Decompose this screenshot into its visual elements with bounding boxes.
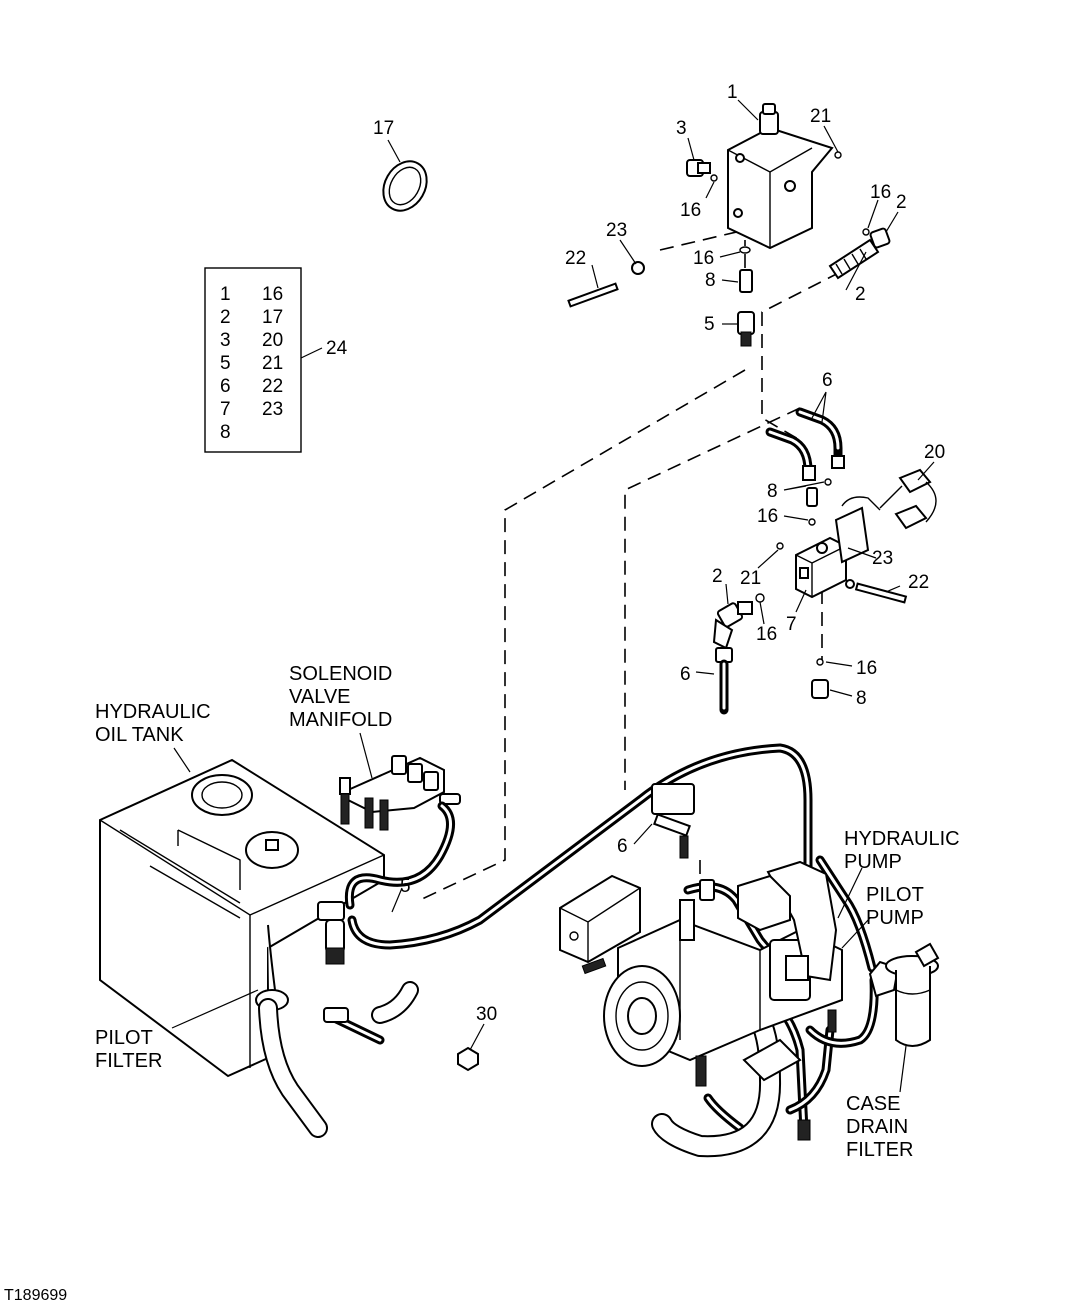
caption-solenoid-valve-manifold: VALVE (289, 686, 351, 708)
elbow-fitting-2-lower (712, 601, 753, 650)
caption-pilot-filter: PILOT (95, 1027, 153, 1049)
callout: 2 (712, 566, 723, 587)
callout: 17 (373, 118, 394, 139)
callout: 8 (705, 270, 716, 291)
callout: 24 (326, 338, 348, 359)
callout: 21 (810, 106, 831, 127)
callout: 21 (740, 568, 761, 589)
callout: 6 (617, 836, 628, 857)
caption-solenoid-valve-manifold: MANIFOLD (289, 709, 392, 731)
caption-hydraulic-oil-tank: OIL TANK (95, 724, 184, 746)
kit-item: 3 (220, 330, 231, 351)
component-captions: SOLENOID VALVE MANIFOLD HYDRAULIC OIL TA… (95, 663, 960, 1161)
kit-item: 6 (220, 376, 231, 397)
kit-item: 23 (262, 399, 283, 420)
kit-item: 16 (262, 284, 283, 305)
callout: 7 (786, 614, 797, 635)
callout: 30 (476, 1004, 497, 1025)
kit-item: 17 (262, 307, 283, 328)
hoses-6-upper (765, 407, 845, 481)
fittings-top (567, 151, 891, 347)
callout: 22 (565, 248, 586, 269)
caption-case-drain-filter: CASE (846, 1093, 900, 1115)
connector-harness-20 (879, 468, 937, 530)
callout: 5 (400, 876, 411, 897)
caption-pilot-pump: PUMP (866, 907, 924, 929)
callout: 6 (822, 370, 833, 391)
kit-item: 2 (220, 307, 231, 328)
hydraulic-pump-assembly (559, 783, 843, 1141)
callout: 8 (767, 481, 778, 502)
callout: 16 (756, 624, 777, 645)
caption-pilot-filter: FILTER (95, 1050, 162, 1072)
figure-id: T189699 (4, 1287, 67, 1304)
caption-pilot-pump: PILOT (866, 884, 924, 906)
kit-item: 1 (220, 284, 231, 305)
valve-block-1 (727, 103, 834, 250)
caption-solenoid-valve-manifold: SOLENOID (289, 663, 392, 685)
callout: 20 (924, 442, 945, 463)
hydraulic-oil-tank (99, 758, 419, 1138)
callout: 23 (606, 220, 627, 241)
hose-clamp-17 (382, 160, 428, 212)
callout: 16 (757, 506, 778, 527)
caption-hydraulic-pump: PUMP (844, 851, 902, 873)
callout-numbers: 1 3 21 16 16 2 23 22 16 8 2 5 17 24 6 20… (326, 82, 945, 1025)
callout: 23 (872, 548, 893, 569)
caption-case-drain-filter: DRAIN (846, 1116, 908, 1138)
caption-hydraulic-pump: HYDRAULIC (844, 828, 960, 850)
callout: 16 (680, 200, 701, 221)
callout: 16 (870, 182, 891, 203)
assembly-dashed-lines (419, 229, 861, 901)
callout: 22 (908, 572, 929, 593)
kit-item: 5 (220, 353, 231, 374)
callout: 6 (680, 664, 691, 685)
solenoid-valve-manifold (339, 755, 461, 831)
callout: 1 (727, 82, 738, 103)
kit-item: 21 (262, 353, 283, 374)
solenoid-valve-7 (755, 478, 908, 699)
callout: 2 (896, 192, 907, 213)
caption-hydraulic-oil-tank: HYDRAULIC (95, 701, 211, 723)
case-drain-filter (868, 942, 940, 1047)
hose-6-lower (715, 647, 733, 715)
callout: 5 (704, 314, 715, 335)
kit-item: 22 (262, 376, 283, 397)
callout: 2 (855, 284, 866, 305)
kit-item: 20 (262, 330, 283, 351)
kit-item: 7 (220, 399, 231, 420)
callout: 16 (856, 658, 877, 679)
caption-case-drain-filter: FILTER (846, 1139, 913, 1161)
callout: 16 (693, 248, 714, 269)
callout: 3 (676, 118, 687, 139)
callout: 8 (856, 688, 867, 709)
kit-item: 8 (220, 422, 231, 443)
kit-contents-table: 1 2 3 5 6 7 8 16 17 20 21 22 23 (204, 267, 323, 453)
leader-lines (171, 99, 935, 1093)
nut-30 (457, 1046, 479, 1072)
